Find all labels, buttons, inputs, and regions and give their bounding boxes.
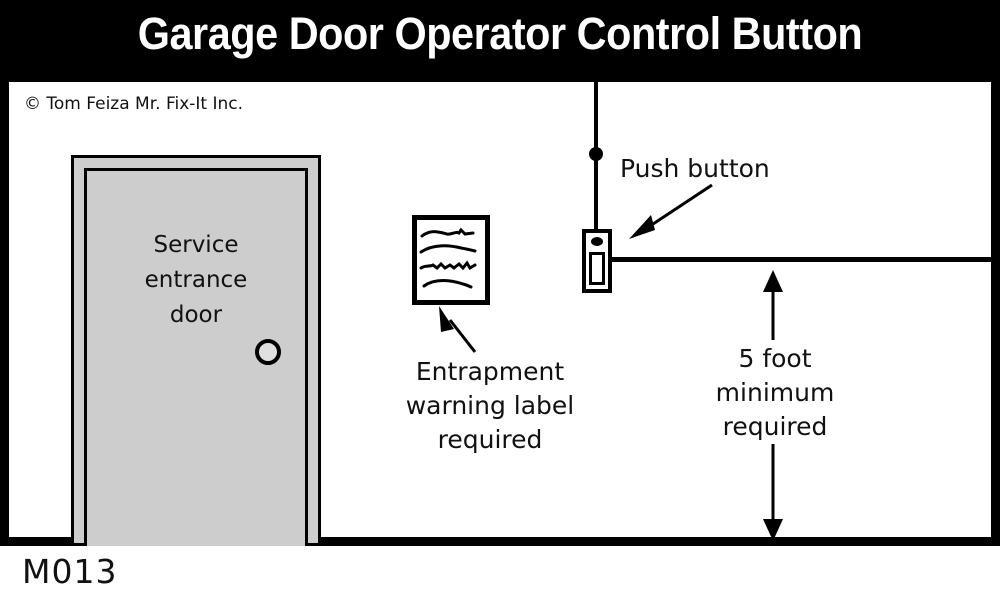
title-bar: Garage Door Operator Control Button [0, 0, 1000, 79]
entrapment-callout-label: Entrapment warning label required [375, 355, 605, 457]
push-button-callout-label: Push button [620, 154, 770, 183]
dimension-line-1: 5 foot [738, 344, 812, 373]
door-label-line-2: entrance [144, 267, 248, 293]
page-title: Garage Door Operator Control Button [137, 8, 863, 59]
entrapment-line-2: warning label [405, 391, 575, 420]
entrapment-warning-label-graphic [412, 215, 490, 305]
dimension-line-2: minimum [715, 378, 835, 407]
wire-junction-dot-icon [589, 147, 603, 161]
entrapment-callout-arrow [439, 306, 477, 353]
height-dimension-label: 5 foot minimum required [675, 342, 875, 444]
doorknob-icon [255, 339, 281, 365]
dimension-line-3: required [722, 412, 828, 441]
entrapment-line-3: required [437, 425, 543, 454]
height-dimension-arrow [763, 270, 783, 541]
copyright-notice: © Tom Feiza Mr. Fix-It Inc. [24, 94, 244, 114]
figure-code: M013 [22, 552, 118, 591]
service-door-label: Service entrance door [96, 228, 296, 333]
push-button-indicator-icon [591, 237, 603, 246]
push-button-callout-arrow [629, 183, 713, 239]
push-button-switch[interactable] [589, 252, 605, 285]
warning-label-squiggles-icon [419, 227, 477, 289]
door-label-line-3: door [169, 302, 223, 328]
door-label-line-1: Service [153, 232, 239, 258]
entrapment-line-1: Entrapment [415, 357, 565, 386]
wall-reference-line [612, 257, 991, 262]
